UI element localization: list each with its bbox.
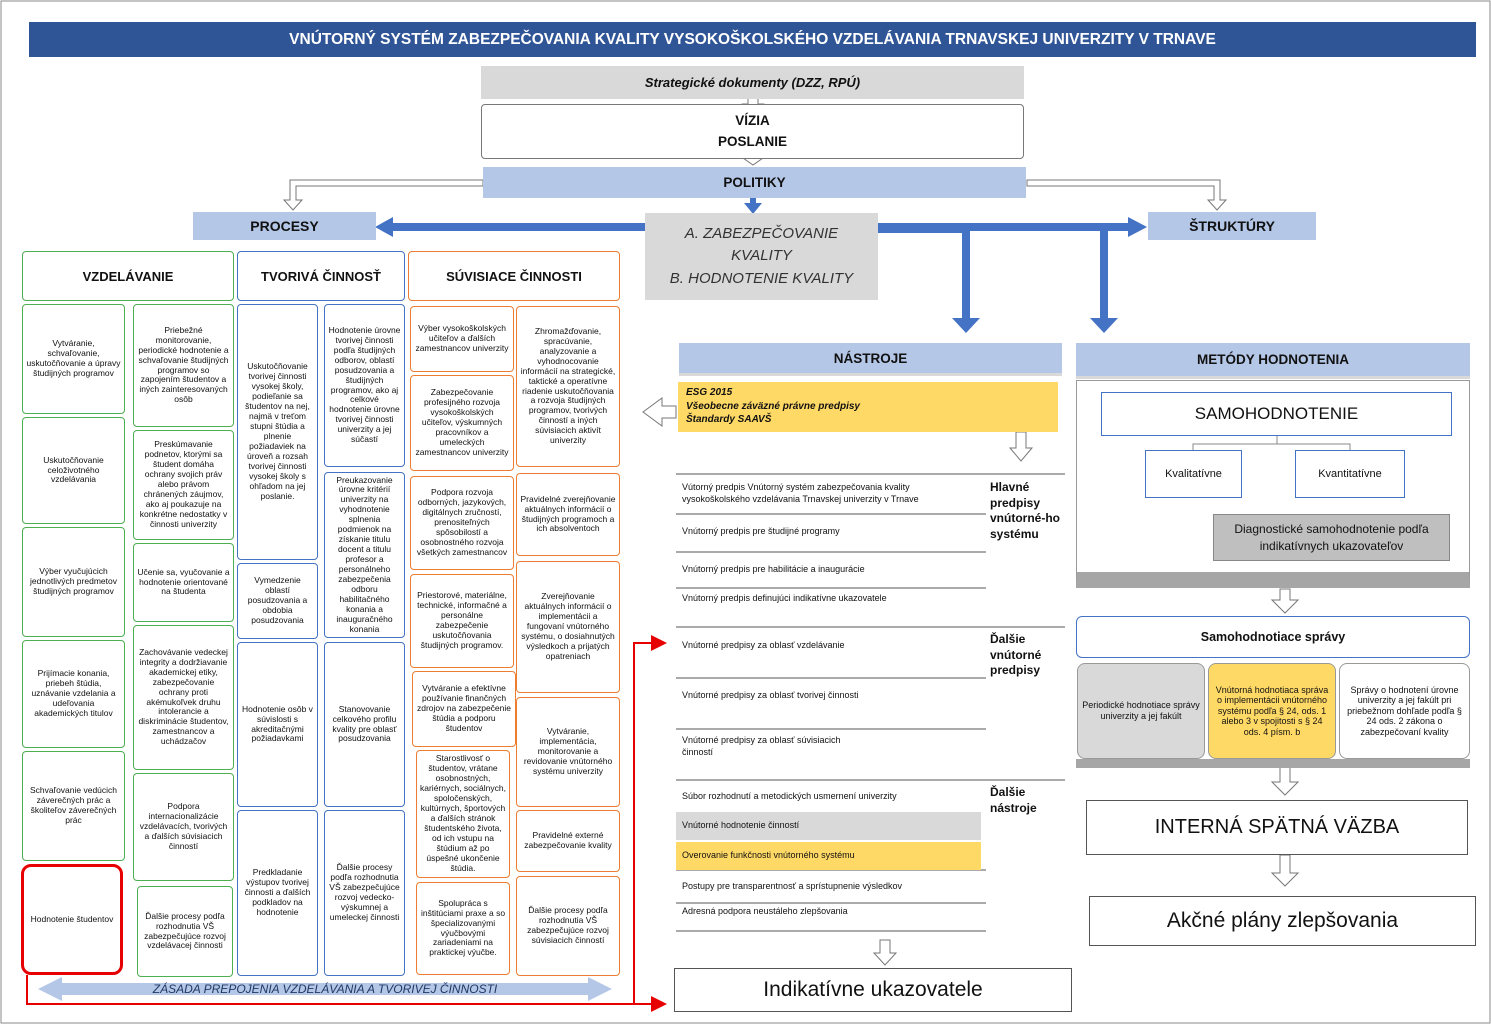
vzd-item: Ďalšie procesy podľa rozhodnutia VŠ zabe…	[137, 886, 233, 977]
vzd-item: Preskúmavanie podnetov, ktorými sa štude…	[133, 430, 234, 540]
regulation-item: Vnútorný predpis pre habilitácie a inaug…	[682, 564, 865, 575]
akcne-plany-box: Akčné plány zlepšovania	[1089, 896, 1476, 946]
vzd-item: Podpora internacionalizácie vzdelávacích…	[133, 773, 234, 881]
samohodnotiace-spravy-box: Samohodnotiace správy	[1076, 616, 1470, 658]
metody-frame	[1076, 380, 1470, 588]
group-label: Ďalšie nástroje	[990, 785, 1037, 815]
hodnotenie-studentov-box: Hodnotenie študentov	[21, 864, 123, 975]
tool-item: Vnútorné hodnotenie činností	[676, 812, 981, 840]
tool-item: Súbor rozhodnutí a metodických usmernení…	[682, 791, 897, 802]
vizia-label: VÍZIA	[735, 112, 770, 128]
group-label: Ďalšie vnútorné predpisy	[990, 632, 1042, 678]
column-tvoriva-cinnost: TVORIVÁ ČINNOSŤ	[237, 251, 405, 301]
vizia-poslanie-box: VÍZIA POSLANIE	[481, 104, 1024, 159]
indikativne-ukazovatele-box: Indikatívne ukazovatele	[674, 968, 1072, 1012]
tool-item: Adresná podpora neustáleho zlepšovania	[682, 906, 848, 917]
samohodnotenie-box: SAMOHODNOTENIE	[1101, 392, 1452, 436]
group-label: Hlavné predpisy vnútorné-ho systému	[990, 480, 1060, 541]
tool-item: Overovanie funkčnosti vnútorného systému	[676, 842, 981, 870]
tvor-item: Preukazovanie úrovne kritérií univerzity…	[324, 472, 405, 638]
regulation-item: Vnútorný predpis pre študijné programy	[682, 526, 840, 537]
diagnosticke-box: Diagnostické samohodnotenie podľa indika…	[1213, 514, 1450, 561]
regulation-item: Vútorný predpis Vnútorný systém zabezpeč…	[682, 482, 919, 504]
tvor-item: Stanovovanie celkového profilu kvality p…	[324, 642, 405, 807]
regulation-item: Vnútorné predpisy za oblasť tvorivej čin…	[682, 690, 859, 701]
page-title: VNÚTORNÝ SYSTÉM ZABEZPEČOVANIA KVALITY V…	[29, 22, 1476, 57]
kvantitativne-box: Kvantitatívne	[1295, 450, 1405, 498]
principle-banner: ZÁSADA PREPOJENIA VZDELÁVANIA A TVORIVEJ…	[152, 982, 498, 996]
column-suvisiace-cinnosti: SÚVISIACE ČINNOSTI	[408, 251, 620, 301]
esg-label: ESG 2015	[686, 387, 733, 398]
suv-item: Ďalšie procesy podľa rozhodnutia VŠ zabe…	[516, 876, 620, 976]
regulation-item: Vnútorné predpisy za oblasť súvisiacich …	[682, 735, 841, 757]
suv-item: Podpora rozvoja odborných, jazykových, d…	[410, 476, 514, 570]
saavs-label: Štandardy SAAVŠ	[686, 414, 772, 425]
suv-item: Spolupráca s inštitúciami praxe a so špe…	[416, 882, 510, 975]
dohlad-spravy-box: Správy o hodnotení úrovne univerzity a j…	[1339, 663, 1470, 759]
nastroje-header: NÁSTROJE	[679, 343, 1062, 376]
center-line-1: A. ZABEZPEČOVANIE	[684, 224, 839, 242]
vnutorna-sprava-box: Vnútorná hodnotiaca správa o implementác…	[1208, 663, 1336, 759]
laws-label: Všeobecne záväzné právne predpisy	[686, 400, 860, 412]
suv-item: Pravidelné zverejňovanie aktuálnych info…	[516, 473, 620, 556]
vzd-item: Uskutočňovanie celoživotného vzdelávania	[22, 417, 125, 524]
vzd-item: Schvaľovanie vedúcich záverečných prác a…	[22, 751, 125, 861]
vzd-item: Prijímacie konania, priebeh štúdia, uzná…	[22, 640, 125, 748]
tvor-item: Predkladanie výstupov tvorivej činnosti …	[237, 810, 318, 976]
vzd-item: Vytváranie, schvaľovanie, uskutočňovanie…	[22, 304, 125, 414]
politiky-box: POLITIKY	[483, 167, 1026, 198]
vzd-item: Zachovávanie vedeckej integrity a dodrži…	[133, 625, 234, 770]
column-vzdelavanie: VZDELÁVANIE	[22, 251, 234, 301]
interna-spatna-vazba-box: INTERNÁ SPÄTNÁ VÄZBA	[1086, 800, 1468, 855]
suv-item: Zabezpečovanie profesijného rozvoja vyso…	[410, 375, 514, 471]
regulation-item: Vnútorný predpis definujúci indikatívne …	[682, 593, 887, 604]
poslanie-label: POSLANIE	[717, 133, 787, 149]
procesy-box: PROCESY	[193, 212, 376, 240]
tvor-item: Ďalšie procesy podľa rozhodnutia VŠ zabe…	[324, 810, 405, 976]
suv-item: Výber vysokoškolských učiteľov a ďalších…	[410, 306, 514, 372]
spravy-frame	[1076, 660, 1470, 768]
suv-item: Pravidelné externé zabezpečovanie kvalit…	[516, 810, 620, 872]
suv-item: Priestorové, materiálne, technické, info…	[410, 574, 514, 668]
tvor-item: Uskutočňovanie tvorivej činnosti vysokej…	[237, 304, 318, 560]
vzd-item: Priebežné monitorovanie, periodické hodn…	[133, 304, 234, 427]
struktury-box: ŠTRUKTÚRY	[1148, 212, 1316, 240]
center-line-2: KVALITY	[731, 247, 792, 265]
tvor-item: Vymedzenie oblastí posudzovania a obdobi…	[237, 563, 318, 639]
kvalitativne-box: Kvalitatívne	[1145, 450, 1242, 498]
tvor-item: Hodnotenie úrovne tvorivej činnosti podľ…	[324, 304, 405, 467]
suv-item: Starostlivosť o študentov, vrátane osobn…	[416, 750, 510, 878]
vzd-item: Učenie sa, vyučovanie a hodnotenie orien…	[133, 543, 234, 622]
center-line-3: B. HODNOTENIE KVALITY	[669, 269, 854, 287]
suv-item: Zverejňovanie aktuálnych informácií o im…	[516, 561, 620, 693]
suv-item: Zhromažďovanie, spracúvanie, analyzovani…	[516, 306, 620, 467]
legal-sources-box: ESG 2015 Všeobecne záväzné právne predpi…	[678, 382, 1058, 432]
suv-item: Vytváranie a efektívne používanie finanč…	[412, 671, 516, 747]
periodicke-spravy-box: Periodické hodnotiace správy univerzity …	[1077, 663, 1205, 759]
quality-center-box: A. ZABEZPEČOVANIE KVALITY B. HODNOTENIE …	[645, 213, 878, 300]
tool-item: Postupy pre transparentnosť a sprístupne…	[682, 881, 902, 892]
metody-header: METÓDY HODNOTENIA	[1076, 343, 1470, 379]
suv-item: Vytváranie, implementácia, monitorovanie…	[516, 697, 620, 807]
strategic-documents-box: Strategické dokumenty (DZZ, RPÚ)	[481, 66, 1024, 99]
tvor-item: Hodnotenie osôb v súvislosti s akreditač…	[237, 642, 318, 807]
regulation-item: Vnútorné predpisy za oblasť vzdelávanie	[682, 640, 845, 651]
vzd-item: Výber vyučujúcich jednotlivých predmetov…	[22, 527, 125, 637]
